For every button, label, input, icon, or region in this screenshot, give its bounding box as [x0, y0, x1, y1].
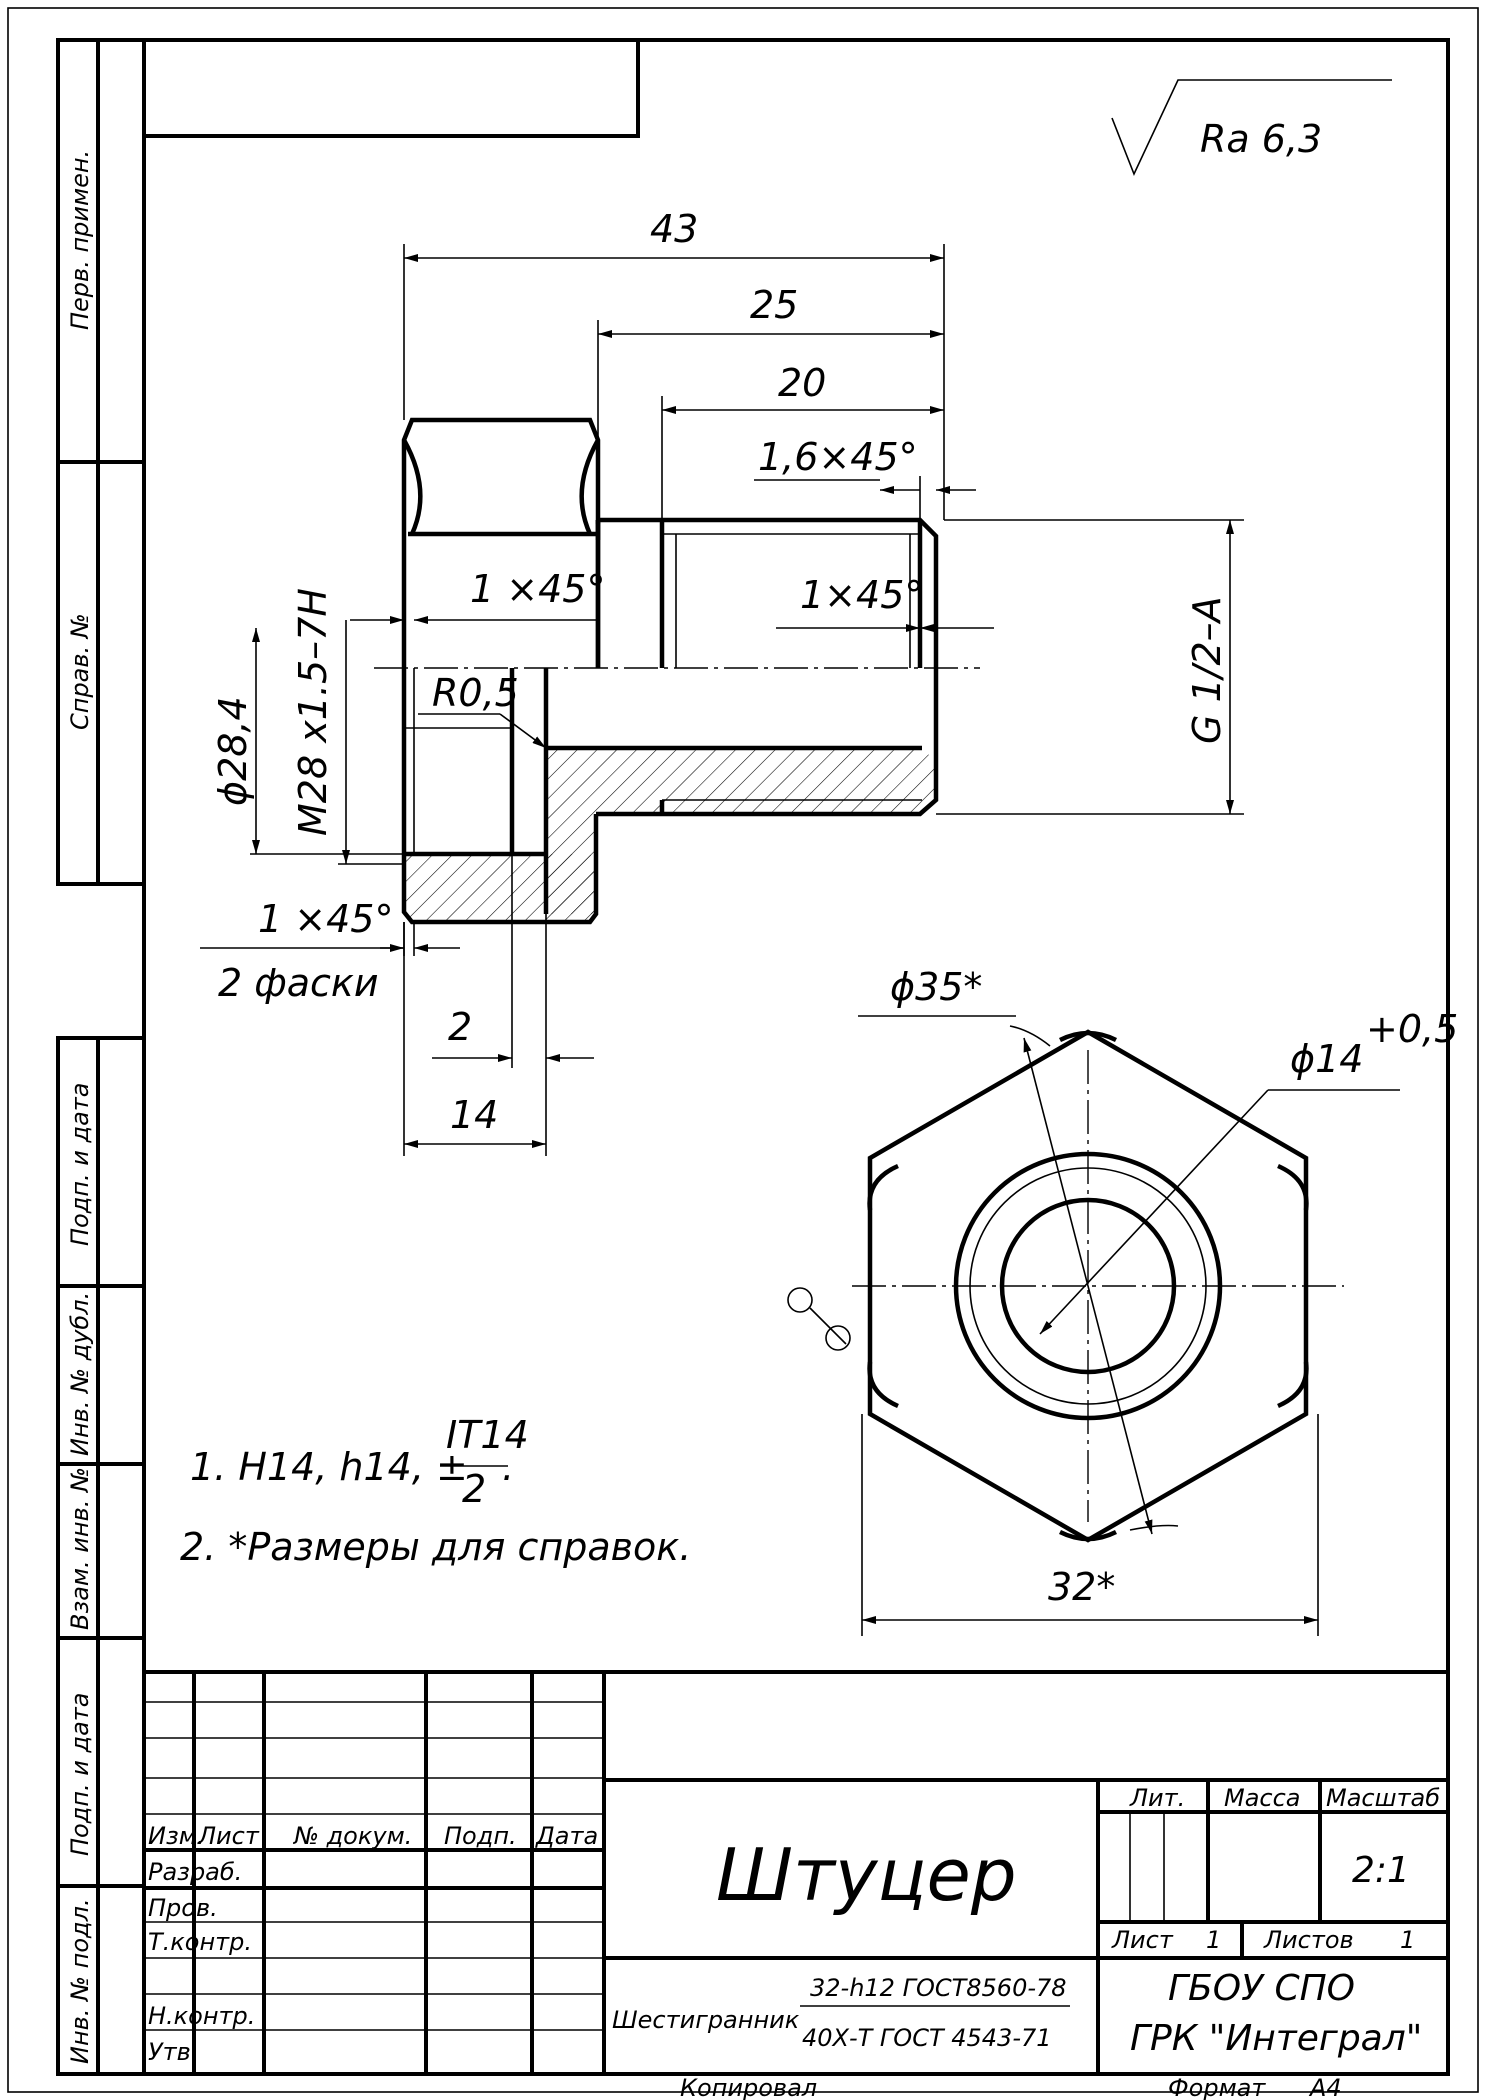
tb-role-tkontr: Т.контр. [148, 1928, 252, 1956]
note-line1-prefix: 1. H14, h14, ± [190, 1445, 468, 1489]
side-strips: Перв. примен. Справ. № Подп. и дата Инв.… [56, 38, 146, 2076]
tb-sheet-label: Лист [1111, 1926, 1174, 1954]
dim-diam-14: ϕ14 [1290, 1037, 1363, 1081]
side-label-inv-podl: Инв. № подл. [66, 1898, 94, 2064]
tb-sheets-label: Листов [1263, 1926, 1354, 1954]
dim-14: 14 [450, 1093, 498, 1137]
dim-radius: R0,5 [432, 671, 519, 715]
dim-g-thread: G 1/2–A [1185, 596, 1229, 744]
tb-lit: Лит. [1129, 1784, 1185, 1812]
tb-org-line1: ГБОУ СПО [1168, 1968, 1355, 2009]
tb-massa: Масса [1224, 1784, 1301, 1812]
part-name: Штуцер [716, 1833, 1017, 1917]
technical-notes: 1. H14, h14, ± IT14 2 . 2. *Размеры для … [180, 1413, 691, 1569]
note-line1-end: . [502, 1445, 514, 1489]
dim-chamfer-1-thread: 1×45° [800, 573, 923, 617]
tb-org-line2: ГРК "Интеграл" [1130, 2018, 1422, 2059]
section-dimensions: 43 25 20 1,6×45° 1 ×45° 1×45° ϕ28,4 M28 … [200, 207, 1244, 1156]
section-view [374, 417, 980, 925]
tb-material-bottom: 40Х-Т ГОСТ 4543-71 [802, 2024, 1052, 2052]
dim-43: 43 [650, 207, 698, 251]
tb-format-value: А4 [1308, 2074, 1342, 2100]
side-label-sprav: Справ. № [66, 613, 94, 730]
tb-material-prefix: Шестигранник [612, 2006, 800, 2034]
dim-32: 32* [1048, 1565, 1115, 1609]
dim-chamfer-1-hex: 1 ×45° [470, 567, 605, 611]
dim-chamfer-16: 1,6×45° [758, 435, 918, 479]
tb-role-razrab: Разраб. [148, 1858, 242, 1886]
title-block: Изм. Лист № докум. Подп. Дата Разраб. Пр… [144, 1670, 1448, 2100]
note-line2: 2. *Размеры для справок. [180, 1525, 691, 1569]
side-label-perv-primen: Перв. примен. [66, 150, 94, 330]
dim-thread-m28: M28 x1.5–7H [291, 588, 335, 836]
tb-copied: Копировал [680, 2074, 817, 2100]
tb-role-prov: Пров. [148, 1894, 218, 1922]
roughness-value: Ra 6,3 [1200, 117, 1322, 161]
dim-diam-35: ϕ35* [890, 965, 982, 1009]
note-line1-den: 2 [462, 1467, 486, 1511]
dim-diam-14-tol: +0,5 [1366, 1007, 1458, 1051]
end-view: ϕ35* ϕ14 +0,5 32* [787, 965, 1458, 1636]
side-label-inv-dubl: Инв. № дубл. [66, 1292, 94, 1456]
side-label-podp-data-2: Подп. и дата [66, 1693, 94, 1857]
dim-2: 2 [448, 1005, 472, 1049]
dim-two-chamfers: 2 фаски [218, 961, 379, 1005]
tb-role-utv: Утв. [148, 2038, 198, 2066]
dim-chamfer-bottom: 1 ×45° [258, 897, 393, 941]
tb-material-top: 32-h12 ГОСТ8560-78 [810, 1974, 1067, 2002]
tb-role-nkontr: Н.контр. [148, 2002, 255, 2030]
tb-sheet-value: 1 [1206, 1926, 1221, 1954]
hatch-flange [546, 748, 936, 914]
tb-sheets-value: 1 [1400, 1926, 1415, 1954]
note-line1-num: IT14 [446, 1413, 529, 1457]
tb-masshtab: Масштаб [1326, 1784, 1440, 1812]
roughness-symbol: Ra 6,3 [1111, 79, 1392, 177]
tb-header-data: Дата [535, 1822, 598, 1850]
tb-scale-value: 2:1 [1352, 1850, 1410, 1891]
dim-diam-284: ϕ28,4 [211, 696, 255, 806]
dim-25: 25 [750, 283, 798, 327]
side-label-podp-data-1: Подп. и дата [66, 1083, 94, 1247]
tb-header-izm: Изм. [148, 1822, 204, 1850]
dim-20: 20 [778, 361, 826, 405]
tb-format-label: Формат [1168, 2074, 1266, 2100]
tb-header-dokum: № докум. [292, 1822, 412, 1850]
tb-header-list: Лист [197, 1822, 260, 1850]
tb-header-podp: Подп. [444, 1822, 517, 1850]
side-label-vzam-inv: Взам. инв. № [66, 1467, 94, 1630]
